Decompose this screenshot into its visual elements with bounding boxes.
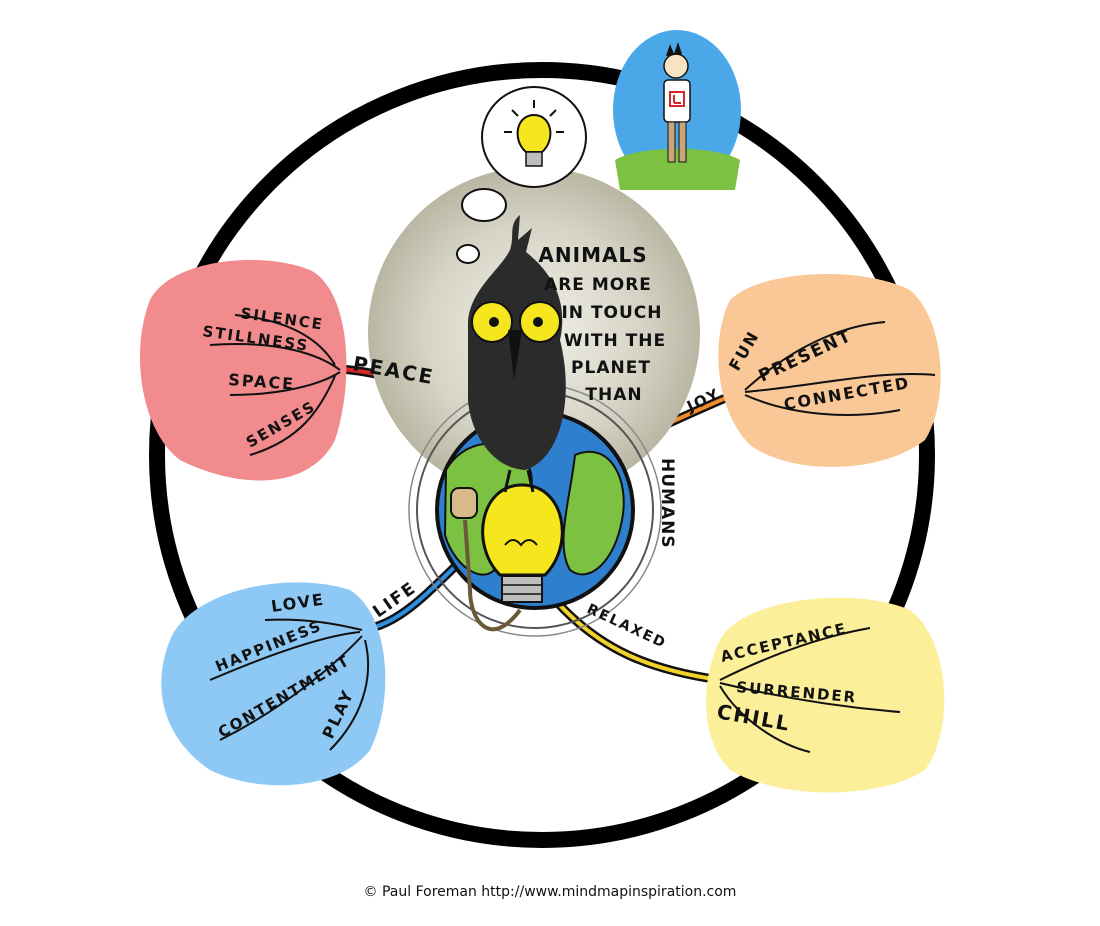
- lightbulb-idea-icon: [504, 100, 564, 167]
- center-line-5: PLANET: [571, 358, 651, 378]
- person-icon: [663, 42, 691, 163]
- life-lines: [209, 618, 369, 751]
- peace-lines: [209, 314, 341, 456]
- outer-ring: [149, 62, 935, 848]
- branch-life: LIFE LOVE HAPPINESS CONTENTMENT PLAY: [161, 578, 421, 786]
- life-blob: [161, 582, 386, 786]
- crow-icon: [468, 215, 566, 493]
- center-line-2: ARE MORE: [544, 275, 652, 295]
- copyright-credit: © Paul Foreman http://www.mindmapinspira…: [363, 884, 737, 900]
- lightbulb-icon: [481, 483, 564, 603]
- joy-lines: [744, 321, 936, 416]
- relaxed-blob: [706, 597, 945, 793]
- central-statement: ANIMALS ARE MORE IN TOUCH WITH THE PLANE…: [538, 243, 677, 549]
- plug-cable: [463, 519, 522, 632]
- branch-joy: JOY FUN PRESENT CONNECTED: [683, 273, 941, 467]
- center-line-3: IN TOUCH: [561, 303, 662, 323]
- center-line-4: WITH THE: [564, 331, 666, 351]
- relaxed-label: RELAXED: [584, 601, 669, 652]
- person-scene: [613, 30, 741, 190]
- joy-blob: [718, 273, 941, 467]
- center-line-1: ANIMALS: [538, 243, 647, 267]
- branch-relaxed: RELAXED ACCEPTANCE SURRENDER CHILL: [584, 597, 945, 793]
- plug: [450, 487, 478, 519]
- relaxed-lines: [719, 627, 901, 753]
- center-continuation: HUMANS: [657, 458, 677, 549]
- peace-item-3: SPACE: [228, 370, 296, 394]
- thought-bubble: [456, 86, 587, 264]
- center-line-6: THAN: [585, 385, 642, 405]
- peace-blob: [140, 260, 347, 481]
